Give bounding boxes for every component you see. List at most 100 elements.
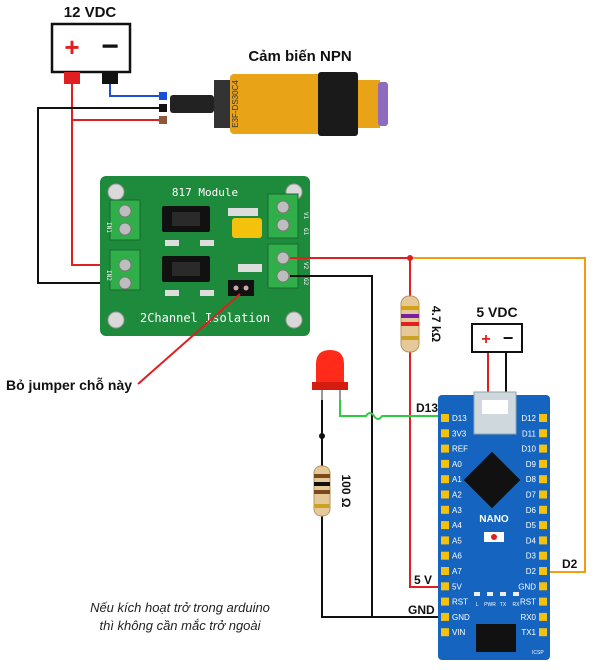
note-line-1: Nếu kích hoạt trở trong arduino bbox=[90, 600, 270, 615]
jumper-note: Bỏ jumper chỗ này bbox=[6, 377, 132, 393]
label-in1: IN1 bbox=[105, 222, 112, 233]
nano-pin-label: TX1 bbox=[521, 628, 536, 637]
label-g1: G1 bbox=[302, 228, 309, 236]
supply-12v-label: 12 VDC bbox=[64, 4, 117, 21]
junction-dot bbox=[319, 433, 325, 439]
module-mount-hole bbox=[107, 183, 125, 201]
wire-blue-sensor bbox=[109, 84, 160, 97]
sensor-cable-gland bbox=[170, 95, 214, 113]
nano-pin-pad bbox=[539, 597, 547, 606]
resistor-band bbox=[314, 504, 330, 508]
supply-12v-minus: − bbox=[101, 30, 119, 63]
power-supply-5v: 5 VDC + − bbox=[471, 304, 523, 353]
sensor-wire-brown-tip bbox=[159, 116, 167, 124]
nano-pin-pad bbox=[441, 567, 449, 575]
optocoupler-chip-face bbox=[172, 262, 200, 276]
nano-pin-label: A4 bbox=[452, 521, 462, 530]
label-5v: 5 V bbox=[414, 573, 432, 587]
nano-pin-label: A7 bbox=[452, 567, 462, 576]
resistor-band bbox=[314, 474, 330, 478]
nano-pin-pad bbox=[441, 521, 449, 530]
led-dome bbox=[316, 350, 344, 382]
nano-pin-pad bbox=[441, 536, 449, 545]
nano-pin-label: A2 bbox=[452, 491, 462, 500]
nano-pin-label: D2 bbox=[526, 567, 537, 576]
label-g2: G2 bbox=[302, 278, 309, 286]
nano-pin-pad bbox=[539, 490, 547, 499]
smd-part bbox=[200, 290, 214, 296]
sensor-wire-tips bbox=[159, 92, 167, 124]
nano-pin-pad bbox=[539, 628, 547, 637]
label-v2: V2 bbox=[302, 262, 309, 270]
label-d13: D13 bbox=[416, 401, 438, 415]
screw-icon bbox=[118, 258, 132, 272]
sensor-model-text: E3F-DS30C4 bbox=[231, 80, 240, 128]
nano-pin-pad bbox=[539, 505, 547, 514]
sensor-nut-right bbox=[318, 72, 358, 136]
note-line-2: thì không cần mắc trở ngoài bbox=[99, 618, 261, 633]
nano-pin-pad bbox=[539, 459, 547, 468]
module-caption: 2Channel Isolation bbox=[140, 311, 270, 325]
jumper-pin bbox=[233, 285, 239, 291]
nano-pin-label: D13 bbox=[452, 414, 467, 423]
nano-pin-pad bbox=[539, 521, 547, 530]
nano-pin-pad bbox=[539, 567, 547, 575]
wires-sensor bbox=[37, 84, 160, 284]
sensor-label: Cảm biến NPN bbox=[248, 48, 351, 65]
nano-led-label: TX bbox=[500, 602, 507, 608]
nano-pin-pad bbox=[539, 429, 547, 438]
screw-icon bbox=[276, 200, 290, 214]
sensor-head bbox=[358, 80, 380, 128]
label-v1: V1 bbox=[302, 212, 309, 220]
nano-pin-label: D11 bbox=[522, 429, 537, 438]
resistor-led: 100 Ω bbox=[313, 465, 353, 517]
resistor-pullup: 4.7 kΩ bbox=[400, 295, 443, 353]
nano-pin-pad bbox=[441, 414, 449, 422]
nano-pin-label: 3V3 bbox=[452, 429, 467, 438]
sensor-wire-blue-tip bbox=[159, 92, 167, 100]
resistor-band bbox=[401, 322, 419, 326]
nano-pin-pad bbox=[539, 612, 547, 621]
nano-led bbox=[500, 592, 506, 596]
nano-pin-label: D8 bbox=[526, 475, 537, 484]
nano-pin-pad bbox=[539, 536, 547, 545]
nano-pin-label: D6 bbox=[526, 506, 537, 515]
smd-part bbox=[165, 240, 179, 246]
arduino-nano: NANO ICSP D133V3REFA0A1A2A3A4A5A6A75VRST… bbox=[438, 391, 550, 660]
resistor-band bbox=[401, 336, 419, 340]
supply-12v-plus: + bbox=[64, 32, 79, 62]
nano-pin-label: GND bbox=[452, 613, 470, 622]
screw-icon bbox=[118, 204, 132, 218]
screw-icon bbox=[276, 251, 290, 265]
nano-led-label: RX bbox=[513, 602, 521, 608]
led-rim bbox=[312, 382, 348, 390]
supply-5v-box bbox=[471, 323, 523, 353]
screw-icon bbox=[118, 222, 132, 236]
screw-icon bbox=[276, 269, 290, 283]
sensor-nut-left bbox=[214, 80, 230, 128]
yellow-capacitor bbox=[232, 218, 262, 238]
wires-output bbox=[290, 257, 586, 618]
resistor-pullup-label: 4.7 kΩ bbox=[429, 306, 443, 343]
nano-pin-label: VIN bbox=[452, 628, 466, 637]
label-in2: IN2 bbox=[105, 270, 112, 281]
nano-pin-label: D10 bbox=[521, 445, 536, 454]
wire-black-gnd bbox=[290, 275, 446, 618]
resistor-band bbox=[314, 490, 330, 494]
wire-red-5v bbox=[409, 352, 446, 588]
nano-pin-pad bbox=[441, 628, 449, 637]
nano-pin-pad bbox=[539, 582, 547, 591]
optocoupler-module: 817 Module 2Channel Isolation IN1 IN2 bbox=[100, 176, 310, 336]
optocoupler-chip-face bbox=[172, 212, 200, 226]
nano-pin-pad bbox=[441, 429, 449, 438]
supply-5v-minus: − bbox=[503, 328, 514, 348]
wire-orange-d2 bbox=[290, 257, 586, 573]
jumper-pin bbox=[243, 285, 249, 291]
nano-led-label: L bbox=[476, 602, 479, 608]
nano-led-label: PWR bbox=[484, 602, 496, 608]
nano-pin-pad bbox=[441, 612, 449, 621]
nano-pin-label: A1 bbox=[452, 475, 462, 484]
jumper-annotation: Bỏ jumper chỗ này bbox=[6, 293, 241, 393]
